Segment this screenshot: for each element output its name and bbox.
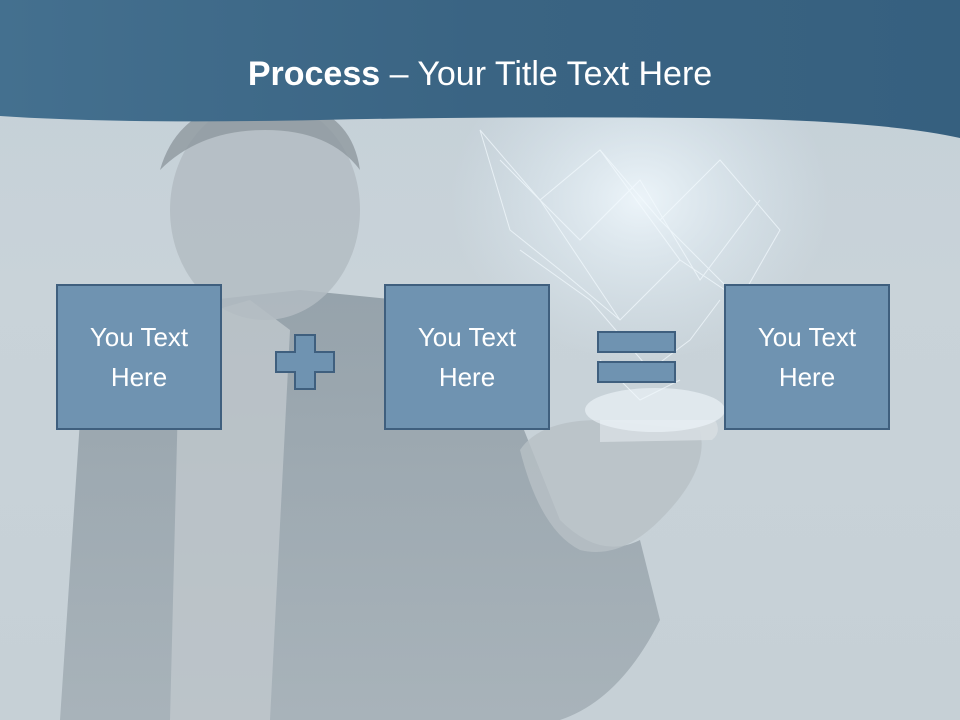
process-box-3[interactable]: You Text Here: [724, 284, 890, 430]
process-box-2-label: You Text Here: [417, 322, 517, 392]
title-rest: – Your Title Text Here: [380, 55, 713, 93]
equals-icon: [597, 331, 676, 383]
title-bold: Process: [247, 55, 381, 93]
process-box-1[interactable]: You Text Here: [56, 284, 222, 430]
process-box-2[interactable]: You Text Here: [384, 284, 550, 430]
title-banner: [0, 0, 960, 138]
process-box-1-label: You Text Here: [89, 322, 189, 392]
process-box-3-label: You Text Here: [757, 322, 857, 392]
plus-icon: [275, 334, 335, 390]
page-title: Process – Your Title Text Here: [0, 52, 960, 96]
